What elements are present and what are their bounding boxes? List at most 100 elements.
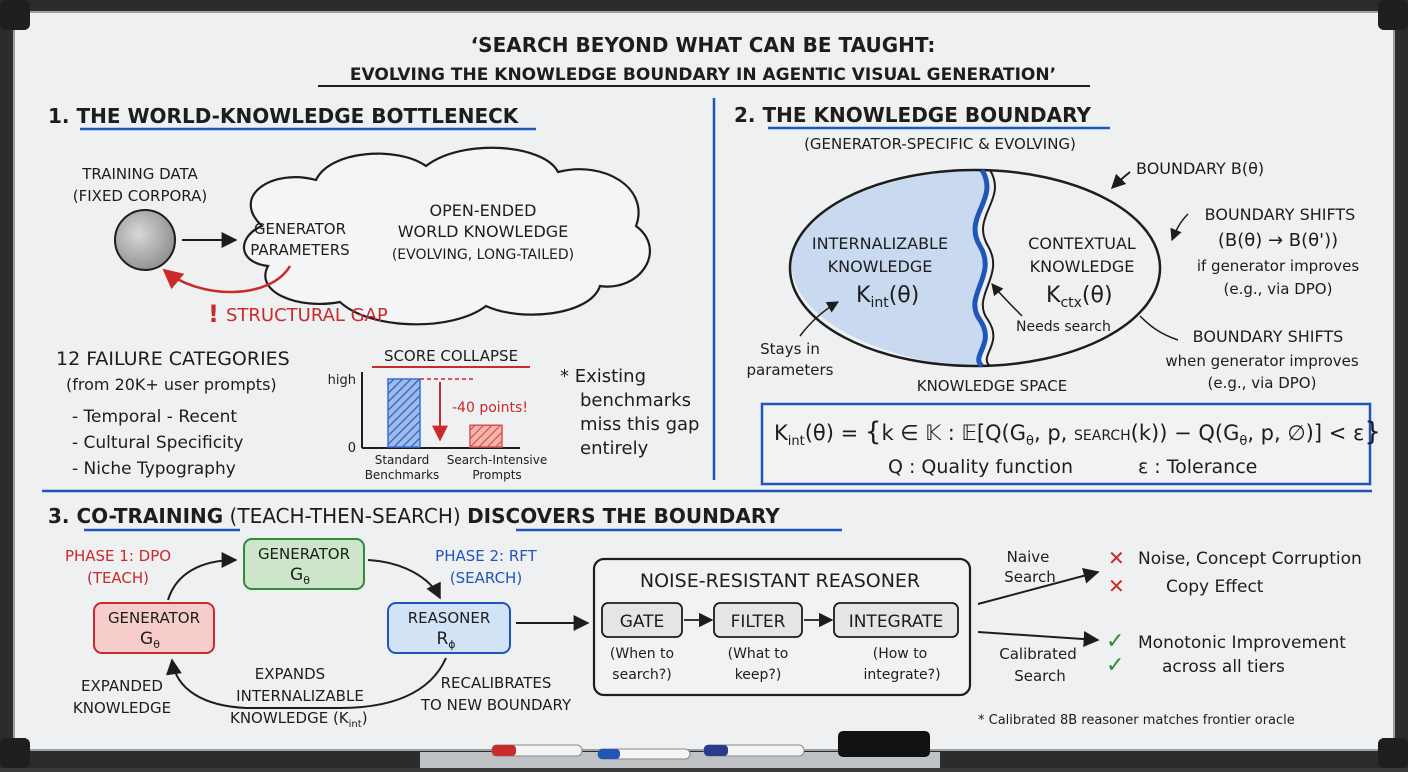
phase2-label: PHASE 2: RFT xyxy=(435,547,538,565)
epsilon-definition: ε : Tolerance xyxy=(1138,456,1257,478)
knowledge-space-ellipse xyxy=(788,168,1162,368)
filter-box[interactable] xyxy=(713,602,803,638)
note-line: entirely xyxy=(580,438,649,459)
reasoner-box[interactable] xyxy=(387,602,511,654)
chart-ytick-high: high xyxy=(328,373,356,388)
note-line: miss this gap xyxy=(580,414,699,435)
shift2-line: (e.g., via DPO) xyxy=(1208,374,1317,392)
expands-line: KNOWLEDGE (Kint) xyxy=(230,709,368,730)
internalizable-region xyxy=(791,170,987,366)
gate-box[interactable] xyxy=(601,602,683,638)
reasoner-symbol: Rϕ xyxy=(436,629,455,651)
frame-corner xyxy=(1378,0,1408,30)
failures-title: 12 FAILURE CATEGORIES xyxy=(56,348,290,370)
section2-subheading: (GENERATOR-SPECIFIC & EVOLVING) xyxy=(804,135,1076,153)
needs-search-label: Needs search xyxy=(1016,319,1111,335)
filter-question: (What to xyxy=(728,646,789,662)
stays-label2: parameters xyxy=(746,361,833,379)
cloud-line1: OPEN-ENDED xyxy=(430,201,537,220)
bad-outcome: Copy Effect xyxy=(1166,577,1264,597)
bars-layer xyxy=(387,378,503,448)
filter-label: FILTER xyxy=(731,612,786,632)
structural-gap-label: STRUCTURAL GAP xyxy=(226,305,388,326)
phase1-label: PHASE 1: DPO xyxy=(65,547,171,565)
frame-corner xyxy=(1378,738,1408,768)
expands-line: EXPANDS xyxy=(255,665,325,683)
title-line2: EVOLVING THE KNOWLEDGE BOUNDARY IN AGENT… xyxy=(350,65,1056,85)
section3-heading: 3. CO-TRAINING (TEACH-THEN-SEARCH) DISCO… xyxy=(48,504,780,528)
boundary-curve-blue xyxy=(972,168,990,368)
good-outcome: Monotonic Improvement xyxy=(1138,633,1346,653)
recal-line: TO NEW BOUNDARY xyxy=(420,696,572,714)
nrr-title: NOISE-RESISTANT REASONER xyxy=(640,570,920,592)
contextual-label: CONTEXTUAL xyxy=(1028,234,1136,253)
shift2-pointer xyxy=(1139,315,1179,341)
gate-label: GATE xyxy=(620,612,665,632)
shift2-line: BOUNDARY SHIFTS xyxy=(1193,327,1344,346)
drop-annotation: -40 points! xyxy=(452,400,528,416)
score-bar xyxy=(469,424,503,448)
cloud-line3: (EVOLVING, LONG-TAILED) xyxy=(392,247,574,263)
shift1-arrow xyxy=(1170,213,1189,242)
chart-xlabel: Benchmarks xyxy=(365,468,440,482)
generator-top-box[interactable] xyxy=(243,538,365,590)
shift2-line: when generator improves xyxy=(1165,352,1359,370)
integrate-question: (How to xyxy=(873,646,928,662)
cycle-arrow-to-left xyxy=(165,657,447,709)
expanded-label: EXPANDED xyxy=(81,677,163,695)
integrate-box[interactable] xyxy=(833,602,959,638)
generator-left-label: GENERATOR xyxy=(108,609,200,627)
navy-marker-cap xyxy=(704,745,728,756)
recal-line: RECALIBRATES xyxy=(441,674,552,692)
expands-line: INTERNALIZABLE xyxy=(236,687,364,705)
calibrated-label: Calibrated xyxy=(999,645,1077,663)
naive-search-arrow xyxy=(977,567,1100,605)
knowledge-space-label: KNOWLEDGE SPACE xyxy=(917,377,1068,395)
cycle-arrow-to-top xyxy=(167,552,238,601)
naive-label2: Search xyxy=(1004,568,1056,586)
boundary-label: BOUNDARY B(θ) xyxy=(1136,159,1264,178)
gate-question: (When to xyxy=(610,646,674,662)
chart-xlabel: Standard xyxy=(375,453,430,467)
training-data-label: TRAINING DATA xyxy=(81,165,198,183)
internal-label: INTERNALIZABLE xyxy=(812,234,948,253)
chart-title: SCORE COLLAPSE xyxy=(384,347,518,365)
shift1-line: if generator improves xyxy=(1197,257,1359,275)
section1-heading: 1. THE WORLD-KNOWLEDGE BOTTLENECK xyxy=(48,104,520,128)
contextual-label2: KNOWLEDGE xyxy=(1030,257,1135,276)
phase2-sub: (SEARCH) xyxy=(450,569,522,587)
red-marker-cap xyxy=(492,745,516,756)
kint-symbol: Kint(θ) xyxy=(856,283,919,311)
generator-params-label2: PARAMETERS xyxy=(250,241,349,259)
boundary-label-arrow xyxy=(1110,171,1131,190)
chart-xlabel: Prompts xyxy=(472,468,521,482)
score-collapse-chart: SCORE COLLAPSE high 0 -40 points! Standa… xyxy=(328,347,548,482)
stays-label: Stays in xyxy=(760,340,820,358)
calibrated-label2: Search xyxy=(1014,667,1066,685)
note-line: * Existing xyxy=(560,366,646,387)
generator-params-label: GENERATOR xyxy=(254,220,346,238)
footnote: * Calibrated 8B reasoner matches frontie… xyxy=(978,713,1295,728)
title-line1: ‘SEARCH BEYOND WHAT CAN BE TAUGHT: xyxy=(471,33,936,57)
formula-box xyxy=(760,402,1372,486)
eraser[interactable] xyxy=(838,731,930,757)
naive-label: Naive xyxy=(1007,548,1050,566)
section2-heading: 2. THE KNOWLEDGE BOUNDARY xyxy=(734,103,1091,127)
integrate-label: INTEGRATE xyxy=(849,612,944,632)
gap-exclaim-icon: ! xyxy=(208,300,219,328)
world-knowledge-cloud xyxy=(242,146,651,326)
cloud-line2: WORLD KNOWLEDGE xyxy=(398,222,569,241)
frame-corner xyxy=(0,738,30,768)
q-definition: Q : Quality function xyxy=(888,456,1073,478)
failure-item: - Niche Typography xyxy=(72,459,236,479)
integrate-question2: integrate?) xyxy=(863,667,940,683)
bad-outcome: Noise, Concept Corruption xyxy=(1138,549,1362,569)
structural-gap-arrow xyxy=(162,265,292,294)
kctx-symbol: Kctx(θ) xyxy=(1046,283,1113,311)
failure-item: - Temporal - Recent xyxy=(72,407,237,427)
generator-left-symbol: Gθ xyxy=(140,629,160,651)
generator-left-box[interactable] xyxy=(93,602,215,654)
failure-item: - Cultural Specificity xyxy=(72,433,244,453)
